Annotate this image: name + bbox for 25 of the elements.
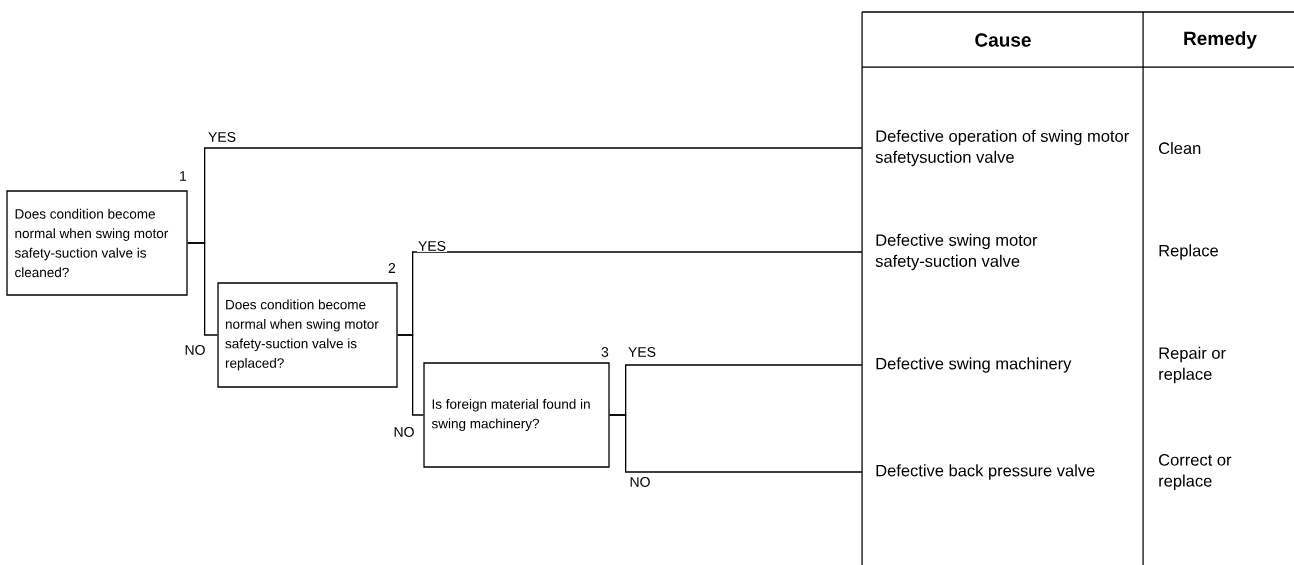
edge-label: YES bbox=[417, 240, 447, 252]
cause-text: Defective swing machinery bbox=[876, 357, 1072, 373]
cause-text: Defective back pressure valve bbox=[876, 464, 1095, 480]
edge-label: YES bbox=[207, 131, 237, 143]
column-header: Remedy bbox=[1184, 31, 1257, 49]
step-number: 3 bbox=[601, 347, 609, 357]
edge-label: NO bbox=[392, 426, 416, 438]
connector-line bbox=[187, 242, 218, 336]
connector-line bbox=[397, 334, 424, 416]
remedy-text: Correct or replace bbox=[1159, 454, 1232, 490]
cause-text: Defective operation of swing motor safetysuction valve bbox=[875, 129, 1129, 167]
remedy-text: Clean bbox=[1159, 141, 1201, 155]
edge-label: NO bbox=[183, 344, 207, 356]
step-number: 1 bbox=[180, 171, 187, 181]
edge-label: NO bbox=[628, 476, 652, 488]
cause-text: Defective swing motor safety-suction valve bbox=[875, 233, 1038, 271]
question-box: Does condition become normal when swing motor safety-suction valve is cleaned? bbox=[6, 190, 188, 296]
step-number: 2 bbox=[388, 263, 396, 273]
remedy-text: Replace bbox=[1159, 244, 1218, 260]
remedy-text: Repair or replace bbox=[1159, 346, 1226, 384]
question-box: Is foreign material found in swing machinery? bbox=[423, 362, 610, 468]
column-header: Cause bbox=[975, 33, 1031, 47]
question-box: Does condition become normal when swing motor safety-suction valve is replaced? bbox=[217, 282, 398, 388]
edge-label: YES bbox=[627, 346, 657, 358]
connector-line bbox=[609, 414, 863, 473]
